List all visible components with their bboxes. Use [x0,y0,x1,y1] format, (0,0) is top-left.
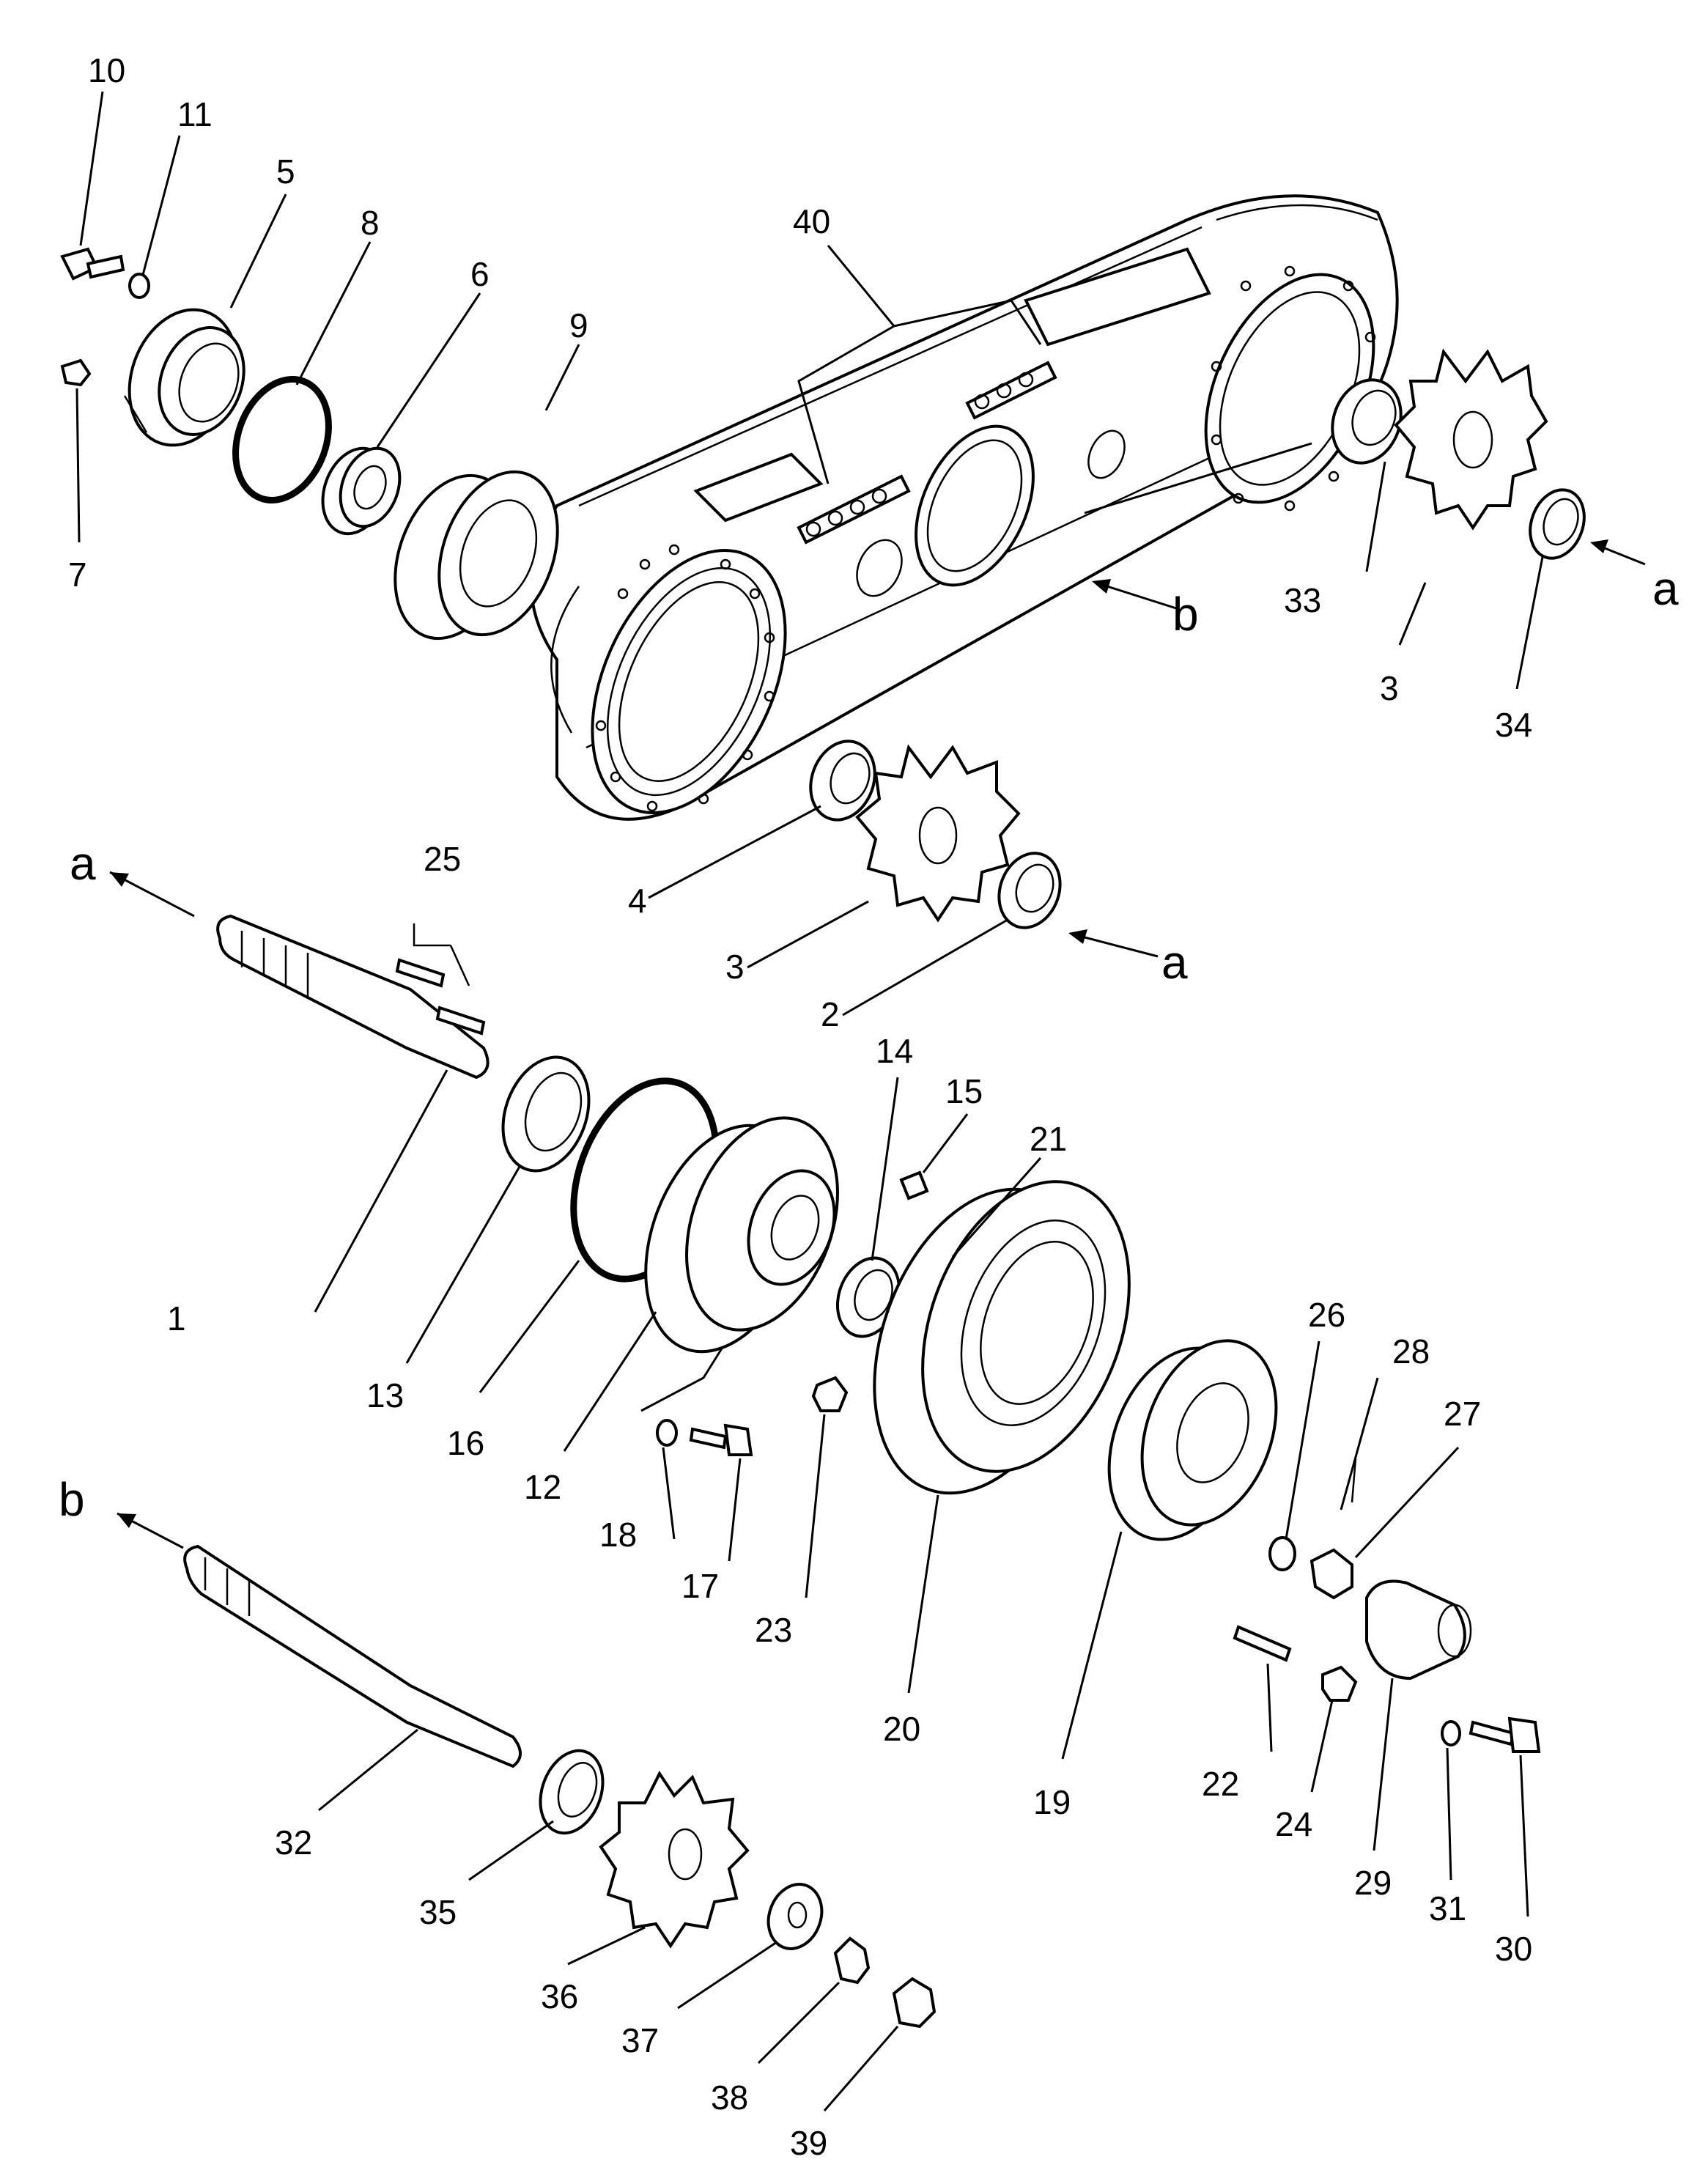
bolt-30 [1469,1716,1541,1753]
callout-3-lower: 3 [725,948,745,986]
nut-24 [1321,1665,1358,1702]
plug-15 [899,1170,929,1200]
callout-3-upper: 3 [1380,669,1399,707]
nut-39 [892,1977,937,2029]
callout-5: 5 [276,152,295,191]
ref-a-left: a [70,837,96,890]
washer-18 [656,1419,678,1447]
callout-17: 17 [681,1567,719,1605]
callout-15: 15 [945,1072,983,1110]
callout-19: 19 [1033,1783,1071,1821]
bolt-10 [60,247,125,281]
callout-1: 1 [167,1299,186,1338]
callout-9: 9 [569,306,588,344]
drive-chain-40 [797,361,1057,545]
nut-23 [811,1376,849,1412]
bearing-4 [809,739,876,822]
callout-25: 25 [424,840,461,878]
connection-arrows [109,539,1646,1549]
callout-30: 30 [1495,1930,1532,1968]
callout-21: 21 [1030,1120,1067,1158]
bolt-17 [689,1423,753,1456]
callout-2: 2 [821,995,840,1033]
callout-8: 8 [361,204,380,242]
callout-33: 33 [1284,581,1321,619]
callout-31: 31 [1429,1889,1466,1927]
callout-38: 38 [711,2078,748,2117]
bearing-cage-5 [123,308,245,447]
bearing-34 [1529,488,1586,560]
o-ring-8 [232,376,332,503]
sprocket-36 [599,1771,750,1949]
callout-labels: 1 2 3 3 4 5 6 7 8 9 10 11 12 13 14 15 16… [68,51,1532,2162]
bearing-33 [1331,378,1403,465]
callout-13: 13 [366,1376,404,1414]
shim-set-9 [394,470,559,641]
callout-36: 36 [541,1977,578,2015]
pin-28 [1351,1458,1357,1503]
callout-7: 7 [68,556,87,594]
callout-14: 14 [876,1032,913,1070]
callout-32: 32 [275,1823,312,1862]
ref-b-shaft: b [59,1473,85,1526]
ref-a-right: a [1652,562,1679,615]
lock-washer-38 [833,1936,871,1985]
keys-25 [395,923,486,1036]
brake-plate-19 [1107,1339,1278,1541]
callout-24: 24 [1275,1805,1312,1843]
leader-lines [75,91,1544,2111]
connection-ref-labels: a a a b b [59,562,1679,1526]
callout-22: 22 [1202,1765,1239,1803]
callout-12: 12 [524,1468,561,1506]
callout-40: 40 [793,202,830,240]
callout-39: 39 [790,2124,827,2162]
callout-11: 11 [177,95,213,133]
chain-case-housing [530,194,1399,821]
callout-35: 35 [419,1893,457,1931]
sprocket-3-lower [855,744,1021,923]
nut-7 [60,358,92,387]
washer-37 [766,1883,824,1950]
callout-27: 27 [1444,1395,1481,1433]
stud-22 [1233,1625,1292,1662]
hub-12 [644,1116,839,1354]
callout-23: 23 [755,1611,792,1649]
bearing-35 [539,1749,605,1835]
callout-37: 37 [621,2021,659,2059]
callout-34: 34 [1495,706,1532,744]
callout-4: 4 [628,882,647,920]
callout-6: 6 [470,255,490,293]
ref-a-center: a [1161,936,1188,989]
callout-10: 10 [88,51,125,89]
shaft-1 [216,914,490,1080]
callout-20: 20 [883,1710,920,1748]
cap-29 [1365,1579,1472,1681]
callout-26: 26 [1308,1296,1345,1334]
bearing-6 [321,446,402,536]
callout-29: 29 [1354,1864,1392,1902]
ref-b-housing: b [1172,588,1199,641]
shaft-32 [183,1544,522,1768]
callout-28: 28 [1392,1332,1430,1370]
washer-26 [1268,1536,1296,1571]
bearing-2 [997,852,1062,929]
lock-washer-11 [128,273,150,299]
drum-20 [873,1180,1131,1495]
bearing-13 [501,1055,591,1173]
washer-31 [1441,1720,1461,1746]
callout-18: 18 [599,1516,637,1554]
sprocket-3-upper [1394,348,1548,531]
nut-27 [1309,1548,1353,1600]
callout-16: 16 [447,1424,484,1462]
